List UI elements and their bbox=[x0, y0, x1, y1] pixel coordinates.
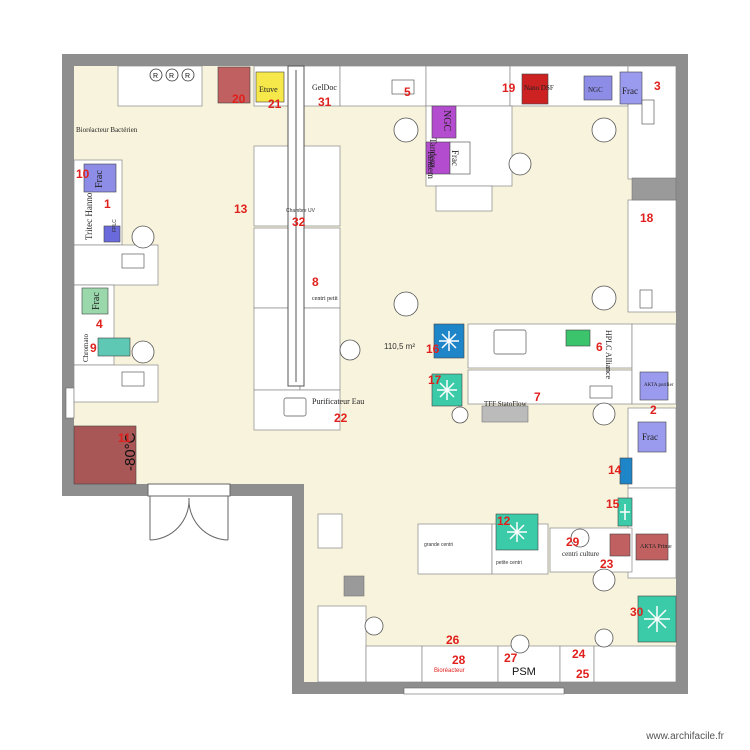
number-30: 30 bbox=[630, 605, 644, 619]
number-24: 24 bbox=[572, 647, 586, 661]
svg-text:R: R bbox=[153, 73, 158, 80]
number-29: 29 bbox=[566, 535, 580, 549]
number-6: 6 bbox=[596, 340, 603, 354]
akta-purifier-label: AKTA purifier bbox=[644, 383, 674, 388]
grande-centri-label: grande centri bbox=[424, 542, 453, 548]
chromatographie-label: Chromato bbox=[82, 334, 90, 362]
watermark: www.archifacile.fr bbox=[646, 731, 724, 742]
chambre-uv-label: Chambre UV bbox=[286, 208, 316, 214]
centri-petit-label: centri petit bbox=[312, 296, 338, 302]
tandem-label-b: Tandem bbox=[426, 150, 436, 179]
geldoc-label: GelDoc bbox=[312, 83, 337, 92]
number-23: 23 bbox=[600, 557, 614, 571]
number-13: 13 bbox=[234, 202, 248, 216]
number-32: 32 bbox=[292, 215, 306, 229]
number-31: 31 bbox=[318, 95, 332, 109]
bioreacteur-label: Bioréacteur bbox=[434, 668, 465, 674]
frac-label-2: Frac bbox=[642, 432, 658, 442]
hplc-alliance-label: HPLC Alliance bbox=[604, 330, 613, 380]
sinks bbox=[283, 329, 527, 417]
equipment-labels: Etuve GelDoc Bioréacteur Bactérien NGC F… bbox=[76, 83, 674, 678]
petite-centri-label: petite centri bbox=[496, 560, 522, 566]
double-door bbox=[147, 483, 231, 541]
minus80-label: -80°C bbox=[122, 432, 139, 471]
number-19: 19 bbox=[502, 81, 516, 95]
akta-prime-label: AKTA Prime bbox=[640, 544, 672, 550]
number-28: 28 bbox=[452, 653, 466, 667]
number-8: 8 bbox=[312, 275, 319, 289]
snowflake-icons bbox=[437, 331, 670, 632]
number-18: 18 bbox=[640, 211, 654, 225]
number-10: 10 bbox=[76, 167, 90, 181]
keyboards bbox=[121, 79, 655, 399]
number-7: 7 bbox=[534, 390, 541, 404]
ngc-label: NGC bbox=[588, 86, 603, 94]
number-1: 1 bbox=[104, 197, 111, 211]
number-2: 2 bbox=[650, 403, 657, 417]
stools bbox=[131, 117, 617, 654]
number-27: 27 bbox=[504, 651, 518, 665]
number-labels: 1 2 3 4 5 6 7 8 9 10 11 12 13 14 15 16 1… bbox=[76, 79, 661, 681]
windows bbox=[65, 387, 565, 695]
number-16: 16 bbox=[426, 342, 440, 356]
r-marks bbox=[149, 68, 195, 82]
frac-label-3: Frac bbox=[622, 86, 638, 96]
number-14: 14 bbox=[608, 463, 622, 477]
number-25: 25 bbox=[576, 667, 590, 681]
nano-dsf-label: Nano DSF bbox=[524, 84, 554, 92]
rotated-labels: Tritec Hanno Frac FPLC Frac Chromato -80… bbox=[82, 110, 613, 471]
svg-text:R: R bbox=[185, 73, 190, 80]
frac-label-5: Frac bbox=[450, 150, 460, 166]
number-3: 3 bbox=[654, 79, 661, 93]
number-21: 21 bbox=[268, 97, 282, 111]
tandem-label-a: Tandem bbox=[428, 138, 438, 167]
frac-label-4: Frac bbox=[91, 292, 102, 310]
chambre-uv-rail bbox=[287, 65, 305, 387]
number-15: 15 bbox=[606, 497, 620, 511]
psm-label: PSM bbox=[512, 666, 536, 678]
area-label: 110,5 m² bbox=[384, 342, 415, 351]
number-5: 5 bbox=[404, 85, 411, 99]
ngc-label-5: NGC bbox=[441, 110, 452, 131]
number-17: 17 bbox=[428, 373, 442, 387]
svg-text:R: R bbox=[169, 73, 174, 80]
number-11: 11 bbox=[118, 431, 131, 445]
number-20: 20 bbox=[232, 92, 246, 106]
fplc-label: FPLC bbox=[112, 219, 118, 232]
fixed-blocks bbox=[343, 177, 677, 597]
frac-label-1: Frac bbox=[94, 170, 105, 188]
number-4: 4 bbox=[96, 317, 103, 331]
number-12: 12 bbox=[497, 514, 511, 528]
bioreacteur-bacterien-label: Bioréacteur Bactérien bbox=[76, 126, 138, 134]
tff-statoflow-label: TFF StatoFlow bbox=[484, 400, 528, 408]
centri-culture-label: centri culture bbox=[562, 550, 599, 558]
tritec-hanno-label: Tritec Hanno bbox=[84, 192, 94, 240]
purificateur-eau-label: Purificateur Eau bbox=[312, 397, 364, 406]
number-26: 26 bbox=[446, 633, 460, 647]
number-22: 22 bbox=[334, 411, 348, 425]
number-9: 9 bbox=[90, 341, 97, 355]
etuve-label: Etuve bbox=[259, 85, 278, 94]
